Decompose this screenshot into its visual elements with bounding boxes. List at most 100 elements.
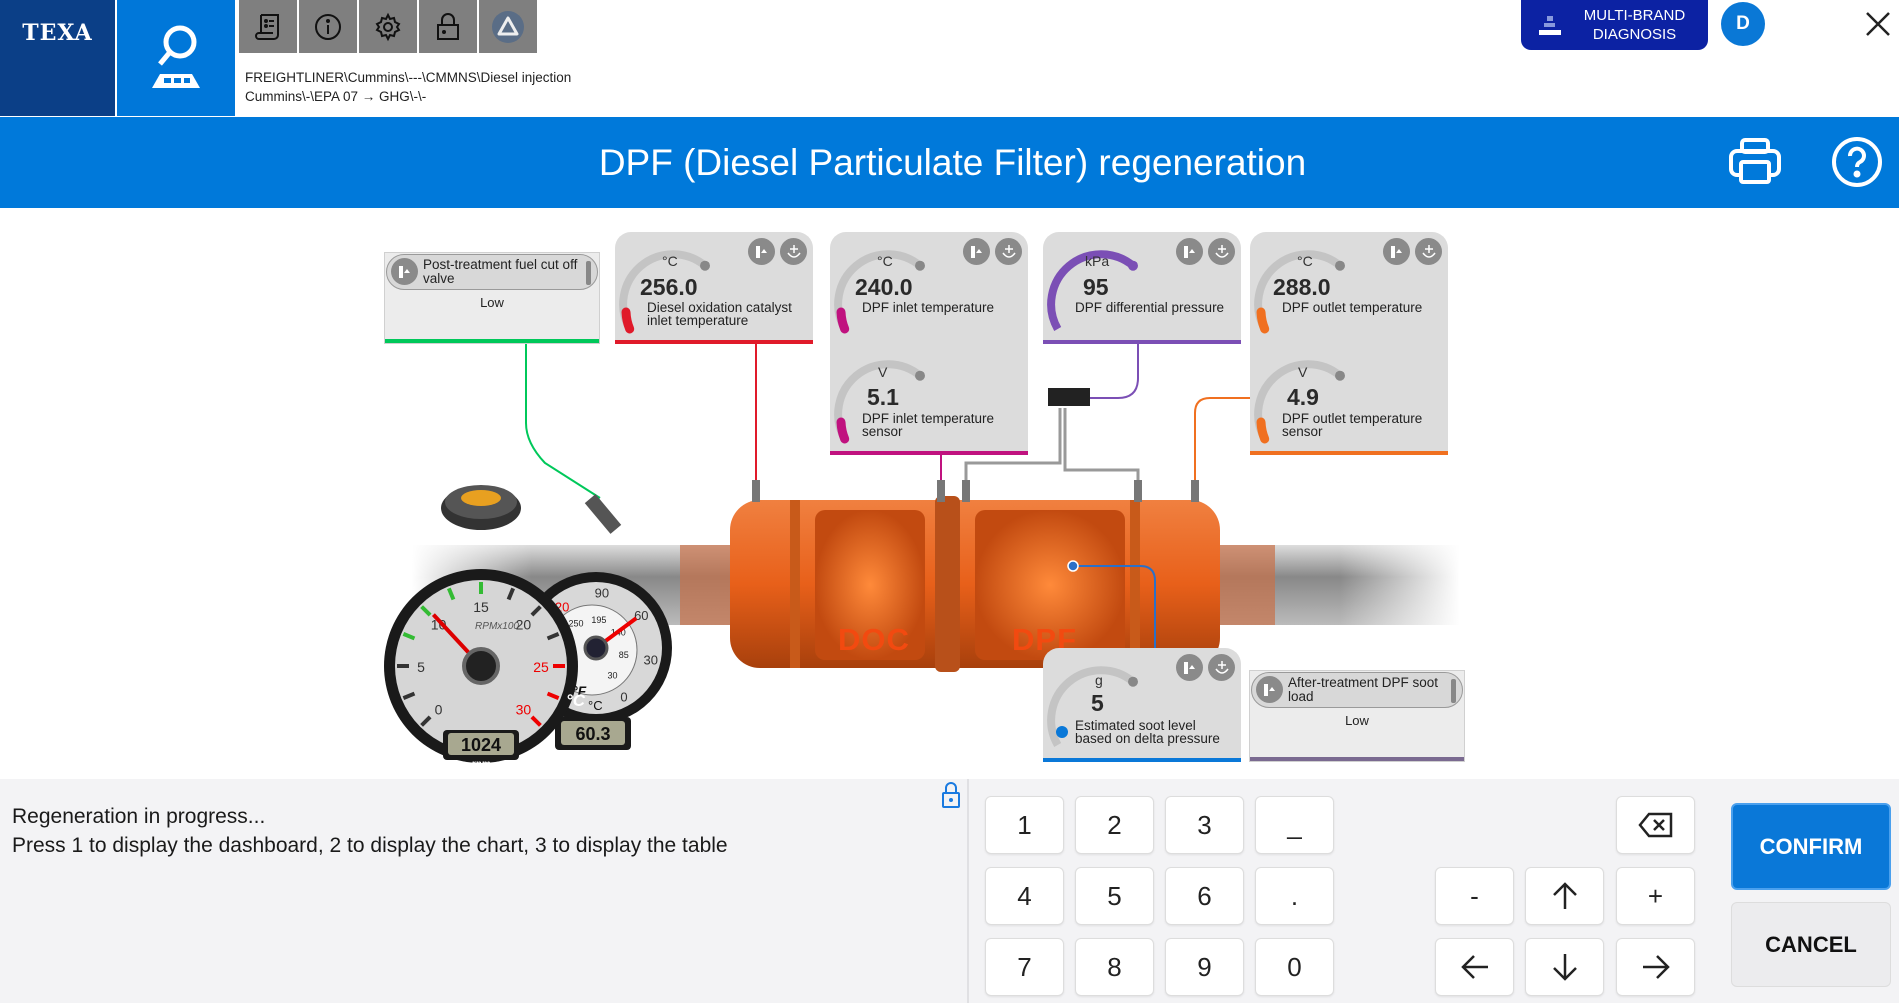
estimated-soot-card[interactable]: g 5 Estimated soot level based on delta …: [1043, 648, 1241, 762]
sensor-icon[interactable]: [1208, 238, 1235, 265]
key-3[interactable]: 3: [1165, 796, 1244, 854]
actuator-icon[interactable]: [1176, 654, 1203, 681]
rpm-tick-label: 10: [431, 617, 447, 633]
cancel-button[interactable]: CANCEL: [1731, 902, 1891, 987]
actuator-icon[interactable]: [748, 238, 775, 265]
key-4[interactable]: 4: [985, 867, 1064, 925]
key-plus[interactable]: +: [1616, 867, 1695, 925]
card-label: DPF inlet temperature sensor: [862, 411, 995, 439]
scrollbar[interactable]: [1451, 679, 1456, 703]
actuator-icon[interactable]: [1383, 238, 1410, 265]
rpm-tick: [530, 715, 542, 727]
mini-gauge-arc: [1254, 360, 1345, 444]
vehicle-search-icon: [152, 25, 200, 88]
texa-logo: TEXA: [0, 0, 115, 116]
toolbar-info-button[interactable]: [299, 0, 357, 53]
key-5[interactable]: 5: [1075, 867, 1154, 925]
card-value: 240.0: [855, 274, 913, 300]
rpm-tick-label: 30: [516, 701, 532, 717]
dpf-differential-pressure-card[interactable]: kPa 95 DPF differential pressure: [1043, 232, 1241, 344]
sensor-icon[interactable]: [995, 238, 1022, 265]
card-status: Low: [480, 295, 504, 310]
key-2[interactable]: 2: [1075, 796, 1154, 854]
backspace-button[interactable]: [1616, 796, 1695, 854]
print-icon[interactable]: [1728, 137, 1782, 185]
multi-brand-diagnosis-button[interactable]: MULTI-BRAND DIAGNOSIS: [1521, 0, 1708, 50]
key-0[interactable]: 0: [1255, 938, 1334, 996]
temp-c-tick-label: 0: [620, 689, 627, 704]
actuator-icon: [391, 258, 418, 285]
key-6[interactable]: 6: [1165, 867, 1244, 925]
temp-f-tick-label: 195: [591, 615, 606, 625]
card-unit: °C: [662, 253, 678, 269]
arrow-right-icon: [1642, 955, 1670, 979]
arrow-up-icon: [1552, 882, 1577, 909]
card-unit: kPa: [1085, 253, 1110, 269]
scrollbar[interactable]: [586, 261, 591, 285]
card-label: After-treatment DPF soot load: [1288, 675, 1439, 704]
temp-c-tick-label: 30: [644, 653, 658, 668]
multibrand-label-1: MULTI-BRAND: [1583, 7, 1686, 24]
card-status: Low: [1345, 713, 1369, 728]
triangle-logo-icon: [492, 10, 524, 43]
arrow-right-button[interactable]: [1616, 938, 1695, 996]
confirm-button[interactable]: CONFIRM: [1731, 803, 1891, 890]
key-9[interactable]: 9: [1165, 938, 1244, 996]
key-minus[interactable]: -: [1435, 867, 1514, 925]
key-7[interactable]: 7: [985, 938, 1064, 996]
toolbar-settings-button[interactable]: [359, 0, 417, 53]
toolbar-app-button[interactable]: [479, 0, 537, 53]
status-line-2: Press 1 to display the dashboard, 2 to d…: [12, 834, 728, 857]
rpm-readout: 1024: [461, 735, 501, 755]
temp-f-tick-label: 30: [608, 671, 618, 681]
sensor-icon[interactable]: [780, 238, 807, 265]
title-bar: DPF (Diesel Particulate Filter) regenera…: [0, 117, 1899, 208]
temp-f-tick-label: 250: [568, 618, 583, 628]
dpf-soot-load-card[interactable]: After-treatment DPF soot load Low: [1249, 670, 1465, 762]
actuator-icon[interactable]: [1176, 238, 1203, 265]
card-value: 95: [1083, 274, 1109, 300]
rpm-tick: [402, 632, 416, 641]
arrow-left-icon: [1460, 955, 1488, 979]
actuator-icon[interactable]: [963, 238, 990, 265]
actuator-icon: [1256, 676, 1283, 703]
dashboard-gauges: 03060901203085140195250 60.3 °F °C 05101…: [384, 569, 672, 770]
key-8[interactable]: 8: [1075, 938, 1154, 996]
arrow-down-button[interactable]: [1525, 938, 1604, 996]
card-label: Estimated soot level based on delta pres…: [1075, 718, 1220, 746]
key-dot[interactable]: .: [1255, 867, 1334, 925]
card-label: DPF outlet temperature: [1282, 300, 1423, 315]
arrow-left-button[interactable]: [1435, 938, 1514, 996]
rpm-tick-label: 25: [533, 659, 549, 675]
mini-gauge-arc: [619, 250, 710, 334]
card-value: 4.9: [1287, 384, 1319, 410]
key-1[interactable]: 1: [985, 796, 1064, 854]
toolbar-script-button[interactable]: [239, 0, 297, 53]
arrow-up-button[interactable]: [1525, 867, 1604, 925]
temp-readout: 60.3: [575, 724, 610, 744]
rpm-tick: [420, 715, 432, 727]
toolbar-lock-button[interactable]: [419, 0, 477, 53]
dpf-outlet-card[interactable]: °C 288.0 DPF outlet temperature V 4.9 DP…: [1250, 232, 1448, 455]
mini-gauge-arc: [834, 360, 925, 444]
card-value: 256.0: [640, 274, 698, 300]
close-icon[interactable]: [1862, 8, 1894, 40]
doc-inlet-temperature-card[interactable]: °C 256.0 Diesel oxidation catalyst inlet…: [615, 232, 813, 344]
gear-icon: [375, 12, 401, 41]
sensor-icon[interactable]: [1415, 238, 1442, 265]
card-label: Post-treatment fuel cut off valve: [423, 257, 578, 286]
help-icon[interactable]: [1831, 136, 1883, 188]
card-unit: °C: [877, 253, 893, 269]
rpm-tick-label: 5: [417, 659, 425, 675]
card-label: Diesel oxidation catalyst inlet temperat…: [647, 300, 792, 328]
page-title: DPF (Diesel Particulate Filter) regenera…: [598, 142, 1307, 183]
dpf-inlet-card[interactable]: °C 240.0 DPF inlet temperature V 5.1 DPF…: [830, 232, 1028, 455]
vehicle-search-button[interactable]: [117, 0, 235, 116]
key-underscore[interactable]: _: [1255, 796, 1334, 854]
sensor-icon[interactable]: [1208, 654, 1235, 681]
user-avatar[interactable]: D: [1721, 2, 1765, 46]
lock-icon[interactable]: [940, 781, 962, 809]
temp-c-tick-label: 60: [634, 608, 648, 623]
fuel-cutoff-valve-card[interactable]: Post-treatment fuel cut off valve Low: [384, 252, 600, 344]
